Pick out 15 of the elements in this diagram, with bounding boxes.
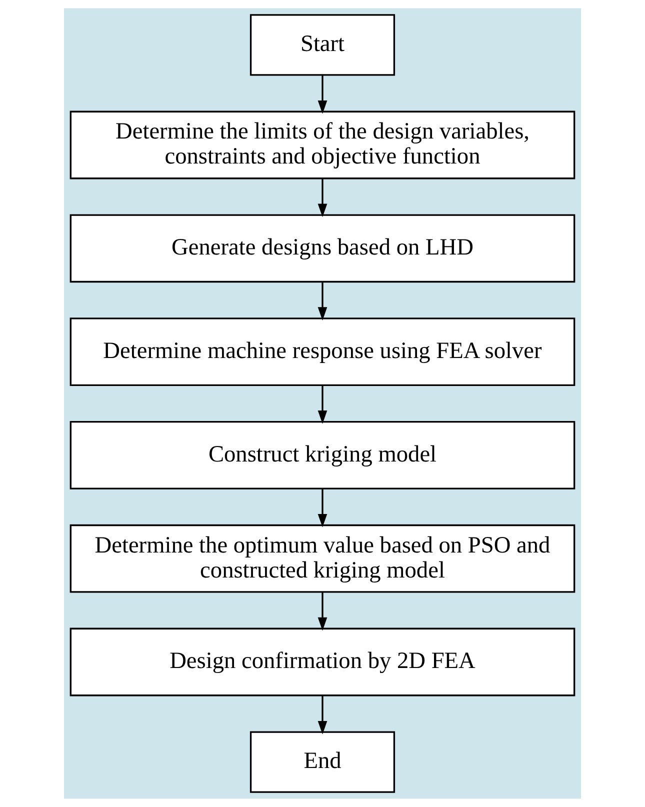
node-box: Determine machine response using FEA solver xyxy=(70,318,576,386)
node-box: End xyxy=(250,731,396,793)
node-box: Start xyxy=(250,14,396,76)
arrow xyxy=(318,386,328,424)
arrow xyxy=(318,592,328,631)
arrow xyxy=(318,696,328,734)
arrow xyxy=(318,178,328,218)
arrow xyxy=(318,489,328,528)
node-box: Construct kriging model xyxy=(70,421,576,490)
node-box: Determine the optimum value based on PSO and constructed kriging model xyxy=(70,524,576,593)
node-box: Determine the limits of the design variables, constraints and objective function xyxy=(70,110,576,180)
arrow xyxy=(318,75,328,114)
arrow xyxy=(318,282,328,320)
node-box: Generate designs based on LHD xyxy=(70,214,576,283)
node-box: Design confirmation by 2D FEA xyxy=(70,628,576,696)
